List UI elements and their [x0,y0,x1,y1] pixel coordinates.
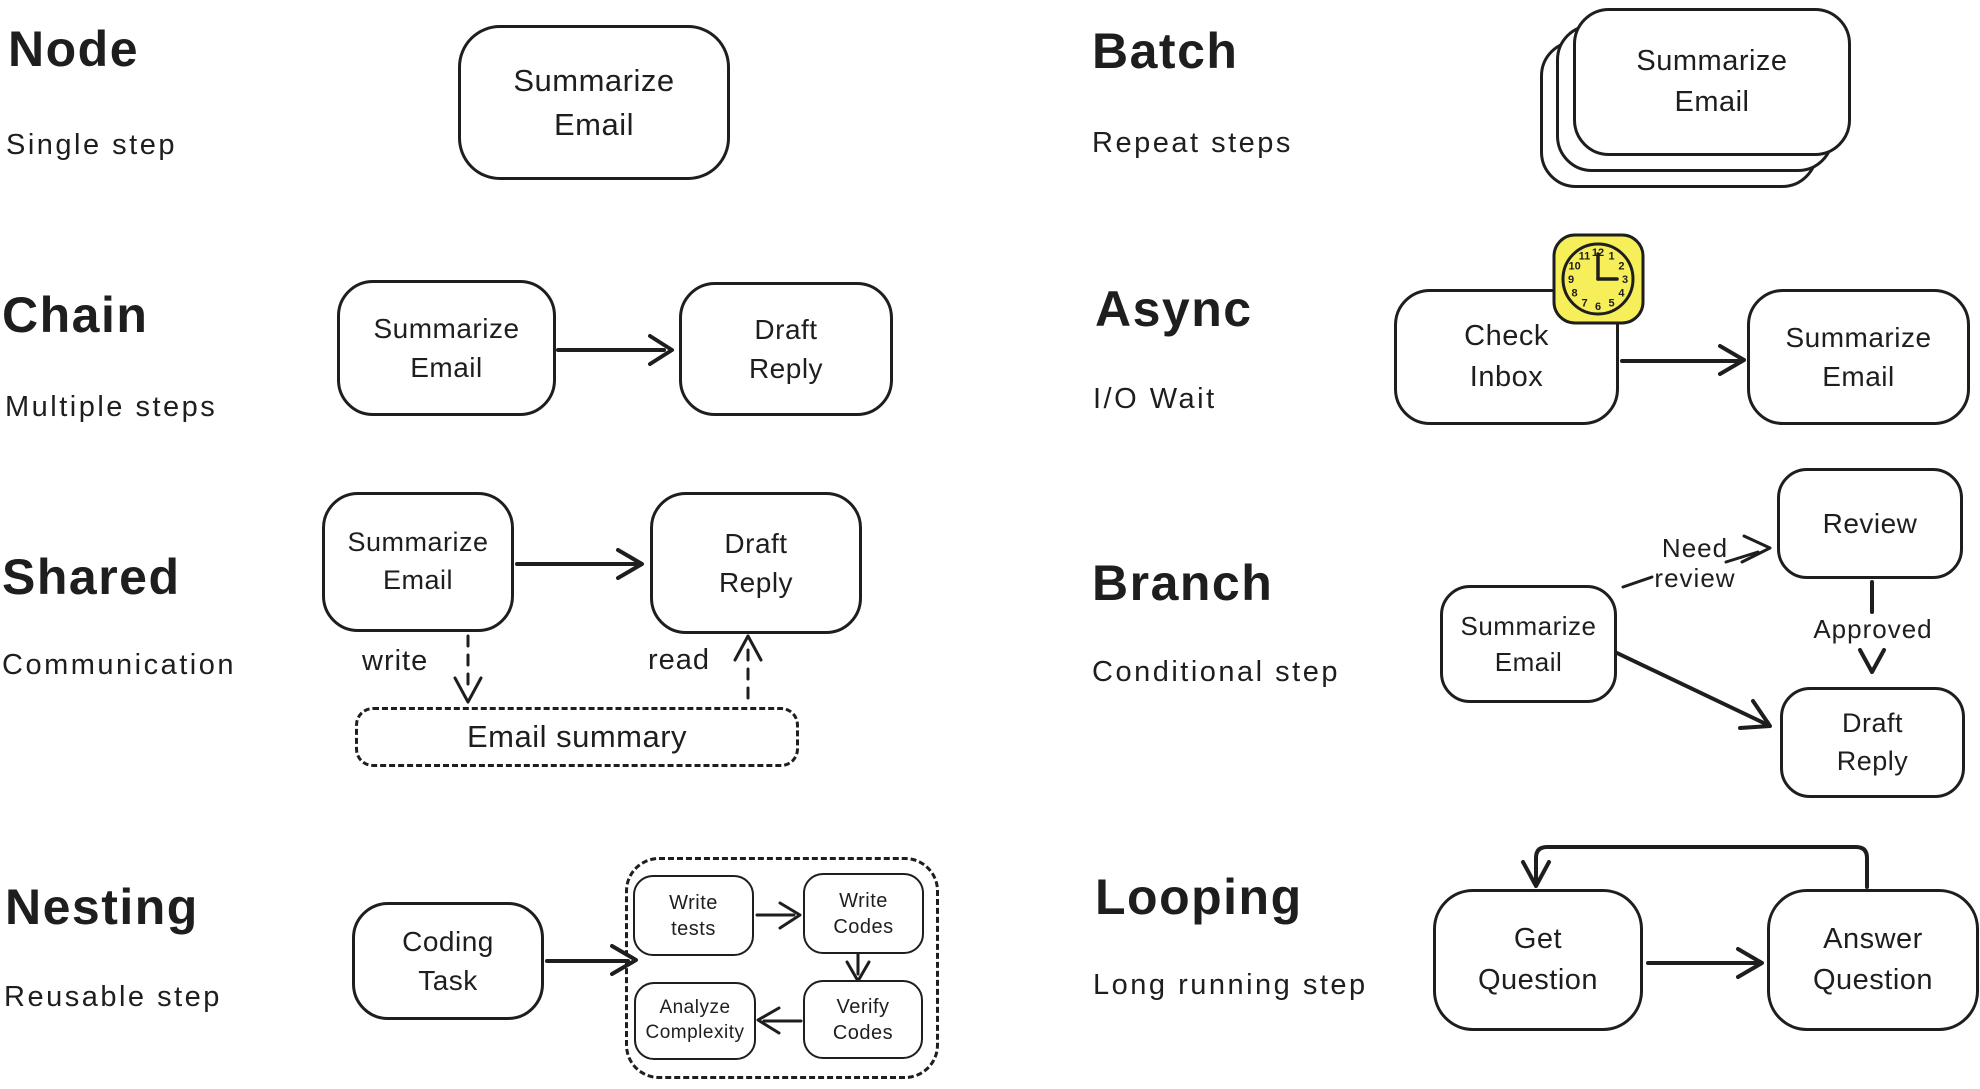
chain-subtitle: Multiple steps [5,391,218,423]
batch-card-back [1540,40,1818,188]
nesting-arrowhead [610,944,638,976]
svg-text:10: 10 [1568,261,1580,273]
nesting-title: Nesting [5,879,199,935]
branch-box-review: Review [1777,468,1963,579]
branch-direct-arrowhead [1738,699,1772,730]
nesting-box-verify-codes: Verify Codes [803,980,923,1059]
svg-text:7: 7 [1581,297,1587,309]
branch-needreview-dash [1621,575,1654,589]
chain-title: Chain [2,287,149,343]
node-box-summarize-email: Summarize Email [458,25,730,180]
looping-subtitle: Long running step [1093,969,1368,1001]
chain-box-summarize-email: Summarize Email [337,280,556,416]
batch-card-middle [1556,24,1834,172]
svg-text:3: 3 [1622,274,1628,286]
branch-needreview-arrow [1724,550,1760,564]
branch-direct-arrow [1615,651,1768,726]
async-subtitle: I/O Wait [1093,383,1217,415]
looping-box-answer-question: Answer Question [1767,889,1979,1031]
shared-read-label: read [648,644,711,676]
shared-read-arrowhead [733,634,763,662]
shared-title: Shared [2,549,181,605]
nesting-box-coding-task: Coding Task [352,902,544,1020]
looping-box-get-question: Get Question [1433,889,1643,1031]
node-subtitle: Single step [6,129,177,161]
branch-box-draft-reply: Draft Reply [1780,687,1965,798]
svg-text:2: 2 [1618,261,1624,273]
branch-box-summarize-email: Summarize Email [1440,585,1617,703]
async-box-summarize-email: Summarize Email [1747,289,1970,425]
chain-box-draft-reply: Draft Reply [679,282,893,416]
nesting-arrowhead-codes-verify [845,960,871,983]
node-title: Node [8,21,139,77]
branch-subtitle: Conditional step [1092,656,1340,688]
batch-card-front: Summarize Email [1573,8,1851,156]
nesting-group-container [625,857,939,1079]
svg-text:4: 4 [1618,288,1625,300]
looping-forward-arrowhead [1736,947,1764,979]
shared-box-draft-reply: Draft Reply [650,492,862,634]
shared-box-email-summary: Email summary [355,707,799,767]
nesting-box-write-tests: Write tests [633,875,754,956]
branch-title: Branch [1092,555,1274,611]
nesting-box-write-codes: Write Codes [803,873,924,954]
shared-subtitle: Communication [2,649,236,681]
chain-arrowhead [648,334,674,366]
batch-title: Batch [1092,23,1239,79]
svg-text:1: 1 [1608,251,1614,263]
branch-need-review-label: Need review [1654,533,1736,593]
async-title: Async [1095,281,1253,337]
nesting-subtitle: Reusable step [4,981,222,1013]
shared-box-summarize-email: Summarize Email [322,492,514,632]
svg-text:12: 12 [1592,247,1604,259]
branch-approved-label: Approved [1813,614,1933,644]
batch-subtitle: Repeat steps [1092,127,1293,159]
svg-text:8: 8 [1572,288,1578,300]
looping-back-arrow [1534,845,1869,889]
svg-text:11: 11 [1579,251,1591,263]
shared-write-arrowhead [453,676,483,704]
looping-title: Looping [1095,869,1303,925]
nesting-arrowhead-tests-codes [778,901,802,930]
nesting-box-analyze-complexity: Analyze Complexity [634,982,756,1060]
async-box-check-inbox: Check Inbox [1394,289,1619,425]
svg-text:5: 5 [1608,297,1614,309]
svg-text:9: 9 [1568,274,1574,286]
svg-text:6: 6 [1595,301,1601,313]
async-arrowhead [1718,344,1746,376]
shared-write-label: write [362,645,429,677]
looping-back-arrowhead [1521,860,1551,888]
branch-needreview-arrowhead [1740,534,1772,564]
shared-arrowhead [616,548,644,580]
nesting-arrowhead-verify-analyze [756,1006,781,1035]
branch-approved-arrowhead [1858,648,1886,674]
